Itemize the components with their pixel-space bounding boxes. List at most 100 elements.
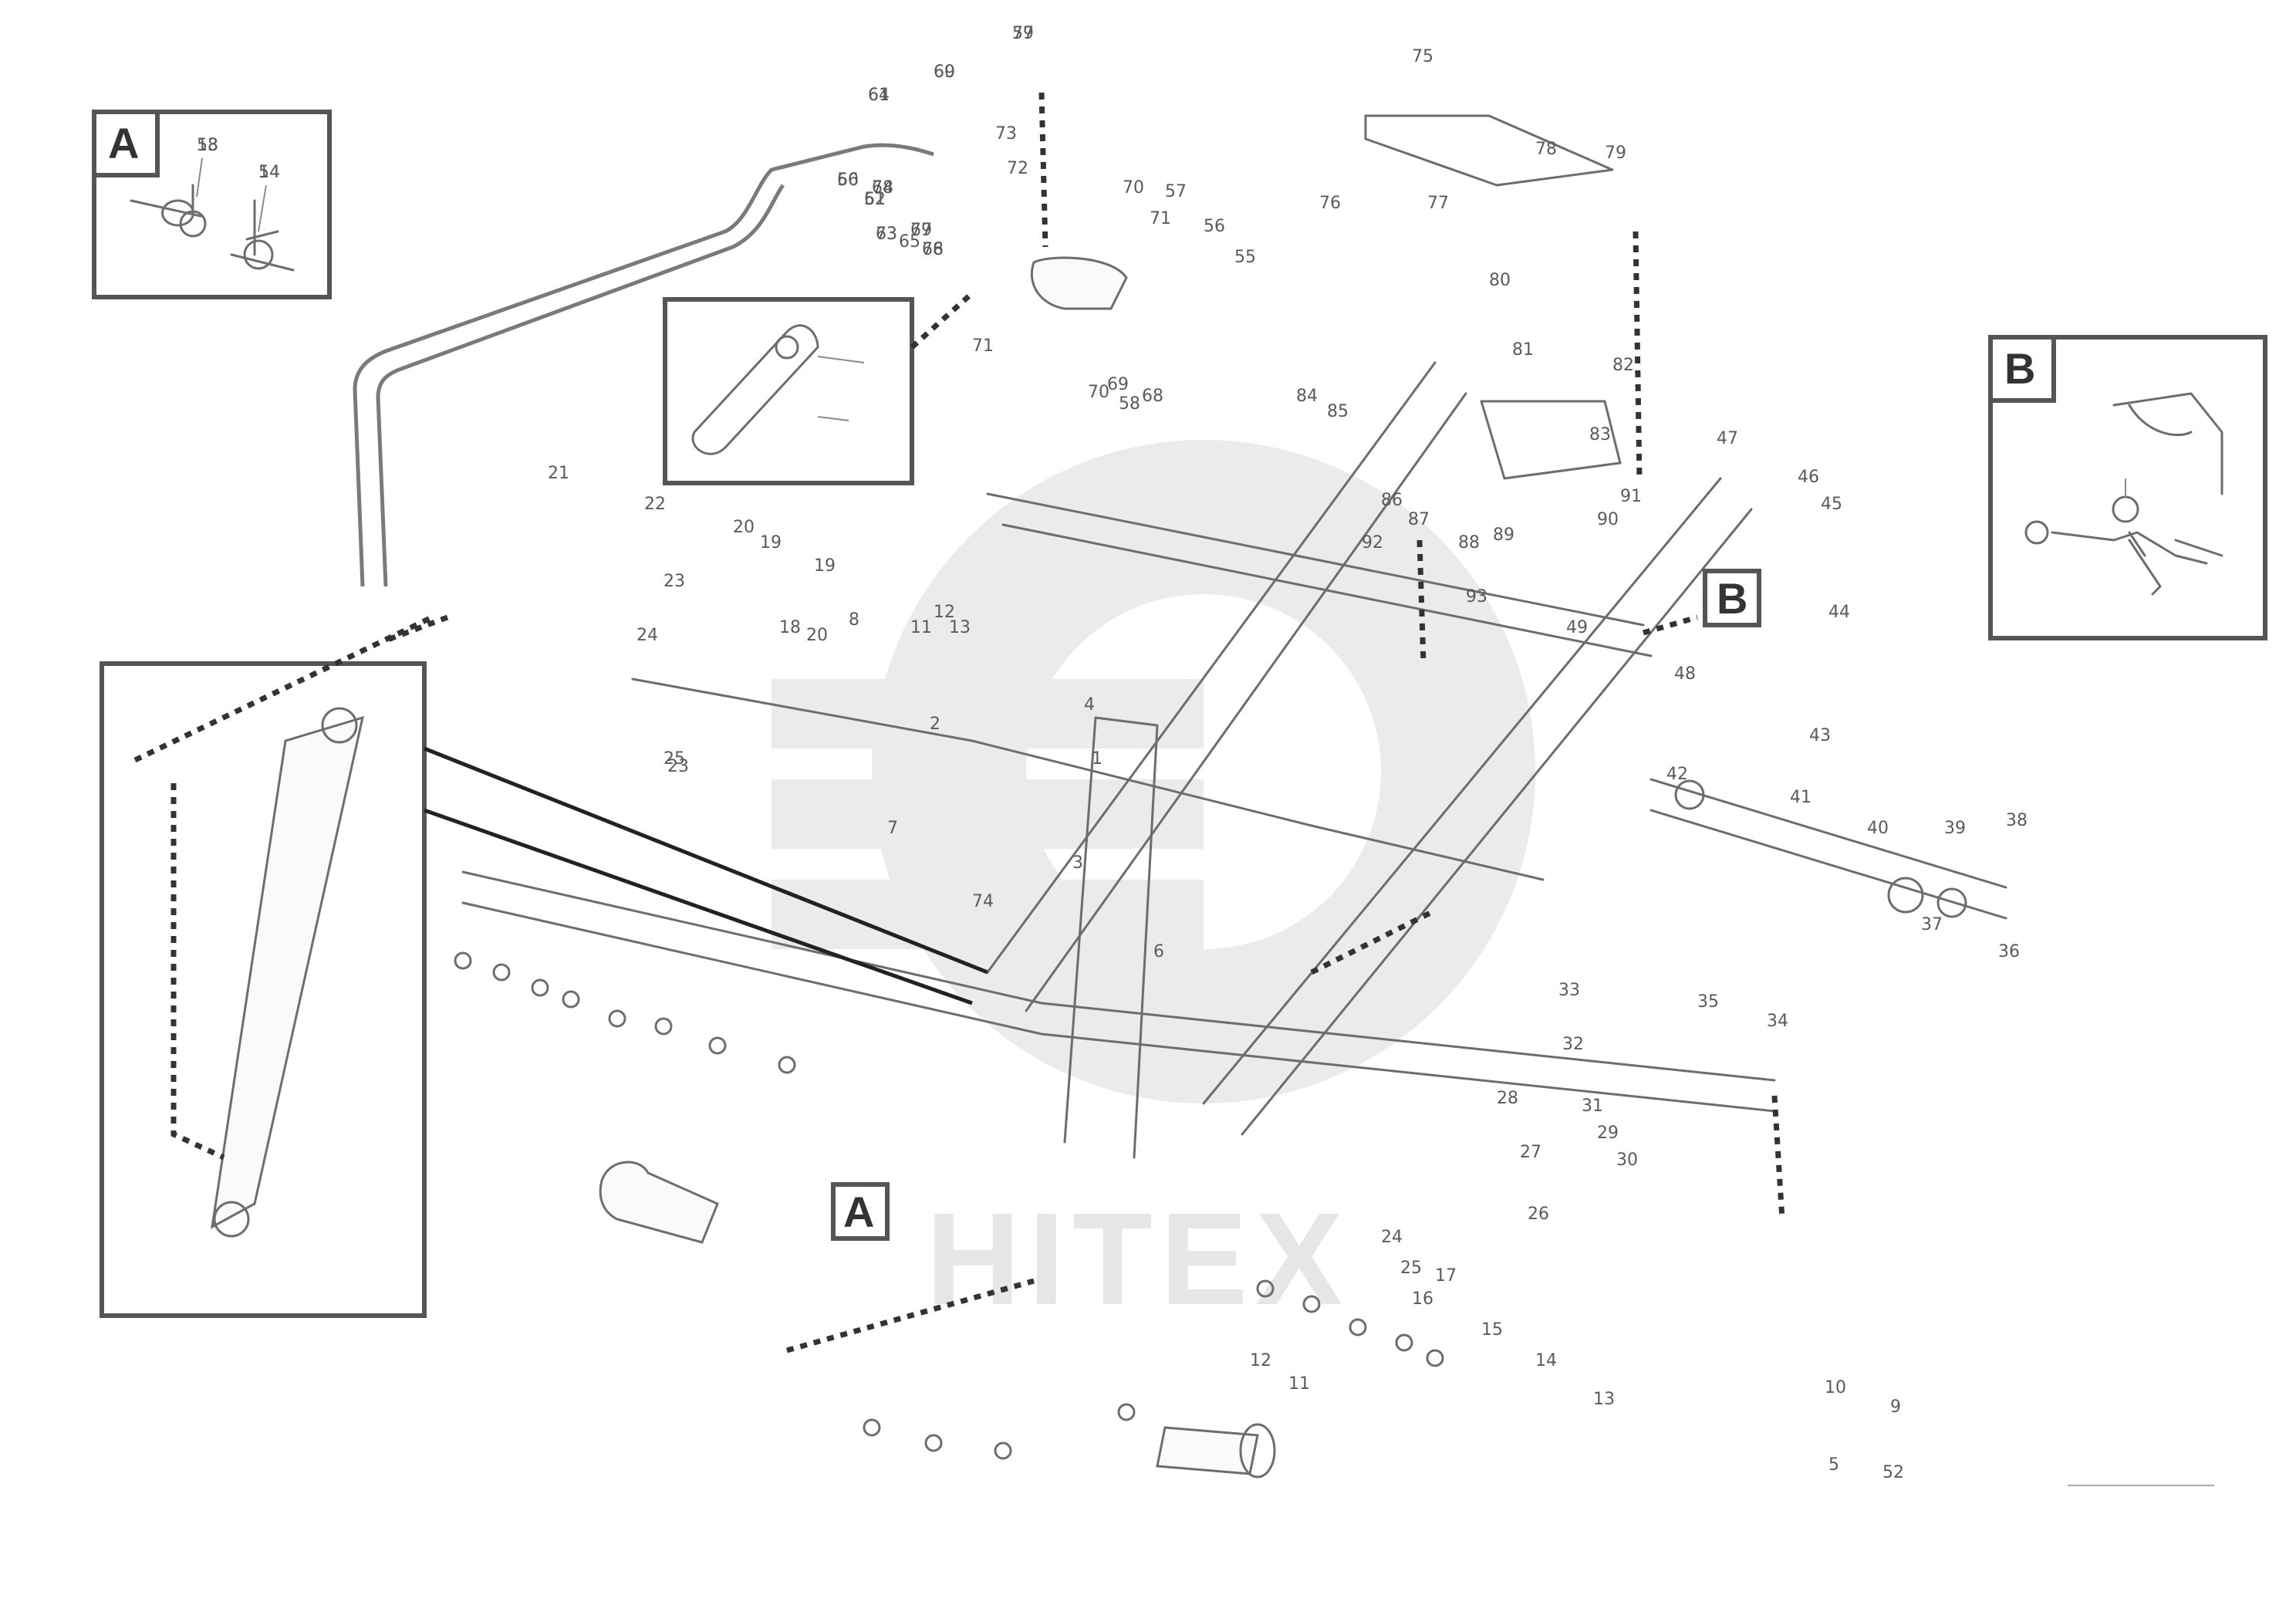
callout-number: 93: [1466, 587, 1487, 607]
callout-number: 77: [1427, 194, 1449, 213]
callout-number: 25: [663, 749, 685, 769]
callout-number: 20: [806, 626, 828, 645]
callout-number: 19: [814, 556, 836, 576]
callout-number: 64: [868, 86, 890, 105]
callout-number: 37: [1921, 915, 1943, 934]
callout-number: 85: [1327, 402, 1349, 421]
callout-number: 9: [1890, 1397, 1901, 1417]
callout-number: 16: [1412, 1289, 1433, 1309]
callout-number: 5: [1828, 1455, 1839, 1475]
callout-number: 8: [849, 610, 859, 630]
callout-number: 41: [1790, 788, 1811, 807]
callout-number: 67: [910, 221, 932, 240]
callout-number: 77: [1012, 24, 1034, 43]
callout-number: 18: [779, 618, 801, 637]
view-label-a-main: A: [843, 1188, 874, 1236]
callout-number: 68: [1142, 387, 1163, 406]
callout-number: 24: [636, 626, 658, 645]
callout-number: 65: [899, 232, 920, 252]
callout-number: 29: [1597, 1124, 1619, 1143]
callout-number: 2: [930, 715, 940, 734]
callout-number: 15: [1481, 1320, 1503, 1340]
callout-number: 28: [1497, 1089, 1518, 1108]
callout-number: 54: [258, 163, 280, 182]
callout-number: 51: [864, 190, 886, 209]
callout-number: 39: [1944, 819, 1966, 838]
callout-number: 3: [1072, 853, 1083, 873]
callout-number: 53: [197, 136, 218, 155]
callout-number: 76: [1319, 194, 1341, 213]
callout-number: 36: [1998, 942, 2020, 961]
callout-number: 18: [197, 136, 218, 155]
callout-number: 34: [1767, 1012, 1788, 1031]
view-label-b: B: [2004, 344, 2035, 393]
callout-number: 12: [1250, 1351, 1271, 1370]
callout-number: 86: [1381, 491, 1403, 510]
callout-number: 56: [1204, 217, 1225, 236]
callout-number: 57: [1165, 182, 1187, 201]
callout-number: 35: [1697, 992, 1719, 1012]
callout-number: 45: [1821, 495, 1842, 514]
detail-box-cylinder: [100, 614, 434, 1318]
view-label-a: A: [108, 119, 139, 167]
callout-number: 44: [1828, 603, 1850, 622]
callout-number: 24: [1381, 1228, 1403, 1247]
callout-number: 82: [1612, 356, 1634, 375]
inset-box-swivel: [663, 291, 974, 485]
callout-number: 63: [876, 225, 897, 244]
callout-number: 61: [868, 86, 890, 105]
callout-number: 47: [1717, 429, 1738, 448]
callout-number: 88: [1458, 533, 1480, 552]
watermark-text: HITEX: [926, 1186, 1351, 1333]
callout-number: 71: [972, 336, 994, 356]
callout-number: 58: [1119, 394, 1140, 414]
callout-number: 33: [1558, 981, 1580, 1000]
callout-number: 90: [1597, 510, 1619, 529]
callout-number: 89: [1493, 525, 1514, 545]
callout-number: 48: [1674, 664, 1696, 684]
callout-number: 75: [1412, 47, 1433, 66]
callout-number: 38: [2006, 811, 2028, 830]
callout-number: 14: [258, 163, 280, 182]
callout-number: 83: [1589, 425, 1611, 444]
callout-number: 23: [663, 572, 685, 591]
callout-number: 73: [995, 124, 1017, 144]
main-assembly: A B: [353, 92, 2007, 1478]
callout-number: 11: [910, 618, 932, 637]
callout-number: 4: [1084, 695, 1095, 715]
callout-number: 70: [1123, 178, 1144, 198]
callout-number: 55: [1234, 248, 1256, 267]
callout-number: 23: [667, 757, 689, 776]
callout-number: 19: [760, 533, 782, 552]
callout-number: 62: [864, 190, 886, 209]
callout-number: 31: [1582, 1097, 1603, 1116]
callout-number: 13: [1593, 1390, 1615, 1409]
callout-number: 13: [949, 618, 971, 637]
callout-number: 7: [887, 819, 898, 838]
callout-number: 74: [972, 892, 994, 911]
callout-number: 6: [1153, 942, 1164, 961]
callout-number: 80: [1489, 271, 1511, 290]
callout-number: 50: [837, 171, 859, 190]
callout-number: 79: [1605, 144, 1626, 163]
callout-number: 22: [644, 495, 666, 514]
callout-number: 92: [1362, 533, 1383, 552]
watermark-gear-icon: [772, 440, 1535, 1103]
callout-number: 60: [934, 63, 955, 82]
callout-number: 1: [1092, 749, 1102, 769]
callout-number: 49: [1566, 618, 1588, 637]
callout-number: 68: [922, 240, 944, 259]
callout-number: 32: [1562, 1035, 1584, 1054]
callout-number: 46: [1798, 468, 1819, 487]
detail-box-a: A: [92, 110, 332, 299]
callout-number: 40: [1867, 819, 1889, 838]
callout-number: 72: [1007, 159, 1028, 178]
callout-number: 73: [876, 225, 897, 244]
callout-number: 27: [1520, 1143, 1541, 1162]
callout-number: 87: [1408, 510, 1430, 529]
callout-number: 91: [1620, 487, 1642, 506]
callout-number: 14: [1535, 1351, 1557, 1370]
callout-number: 76: [922, 240, 944, 259]
